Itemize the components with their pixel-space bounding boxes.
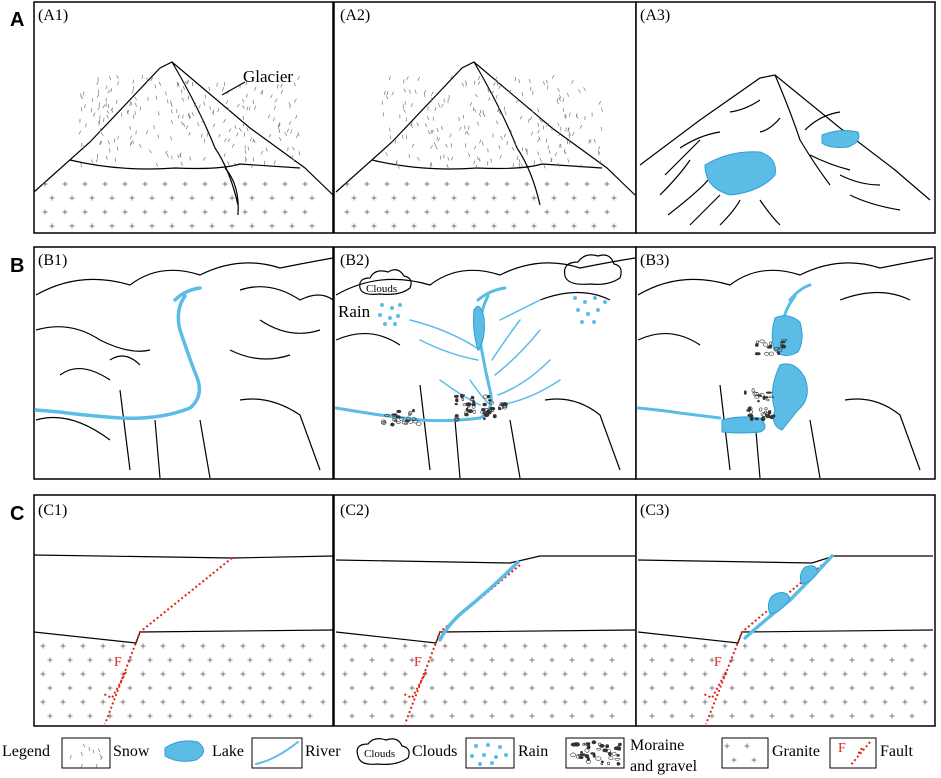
- panel-label-a1: (A1): [38, 7, 68, 24]
- legend-swatch-clouds-text: Clouds: [364, 748, 395, 760]
- panel-label-c1: (C1): [38, 502, 67, 519]
- panel-c1: (C1) F: [33, 494, 334, 727]
- lake-a3-large: [704, 151, 776, 196]
- river-b1: [34, 286, 202, 421]
- snow-pattern-a2: [381, 74, 603, 169]
- granite-pattern-a2: [344, 181, 617, 229]
- fault-symbol-c1: F: [114, 655, 122, 670]
- rain-drops-b2: [378, 296, 607, 326]
- legend-swatch-river: [255, 741, 299, 765]
- legend-label-clouds: Clouds: [412, 743, 457, 760]
- legend-label-snow: Snow: [113, 743, 150, 760]
- panel-b3: (B3): [635, 246, 936, 480]
- fault-symbol-c3: F: [714, 655, 722, 670]
- panel-b1: (B1): [33, 246, 334, 480]
- legend-label-granite: Granite: [772, 743, 820, 760]
- legend-label-rain: Rain: [518, 743, 548, 760]
- row-label-c: C: [10, 503, 24, 525]
- fault-symbol-c2: F: [414, 655, 422, 670]
- legend-swatch-clouds: [356, 738, 410, 765]
- clouds-b2-right: [563, 254, 622, 285]
- glacier-label: Glacier: [243, 67, 293, 86]
- panel-label-a2: (A2): [340, 7, 370, 24]
- legend-label-moraine-1: Moraine: [630, 737, 684, 754]
- legend-label-lake: Lake: [212, 743, 244, 760]
- streams-b2: [409, 299, 561, 406]
- legend-label-river: River: [305, 743, 341, 760]
- panel-c3: (C3) F: [635, 494, 936, 727]
- legend: Legend Snow Lake River Clouds Clouds Rai…: [2, 737, 913, 775]
- legend-swatch-snow: [61, 737, 111, 769]
- legend-label-moraine-2: and gravel: [630, 758, 698, 775]
- legend-swatch-fault-text: F: [838, 741, 846, 756]
- panel-b2: (B2) Clouds Rain: [333, 246, 637, 480]
- legend-swatch-granite: [721, 737, 769, 769]
- lake-c3-upper: [799, 565, 819, 585]
- lake-b3-upper: [771, 315, 803, 356]
- river-c2: [438, 560, 520, 642]
- panel-a1: (A1) Glacier: [33, 1, 334, 234]
- panel-label-b3: (B3): [640, 252, 669, 269]
- legend-swatch-rain: [470, 743, 508, 766]
- legend-swatch-lake: [164, 740, 204, 762]
- row-label-b: B: [10, 255, 24, 277]
- panel-label-a3: (A3): [640, 7, 670, 24]
- row-label-a: A: [10, 9, 24, 31]
- legend-label-fault: Fault: [880, 743, 913, 760]
- legend-title: Legend: [2, 743, 50, 760]
- clouds-label: Clouds: [366, 283, 397, 295]
- panel-label-b2: (B2): [340, 252, 369, 269]
- panel-a3: (A3): [635, 1, 936, 234]
- legend-swatch-moraine: [565, 737, 625, 769]
- lake-b3-lower: [771, 363, 808, 431]
- clouds-b2-left: [359, 269, 412, 295]
- lake-a3-small: [821, 130, 860, 148]
- panel-label-b1: (B1): [38, 252, 67, 269]
- fault-line-c1: [104, 557, 233, 725]
- panel-c2: (C2) F: [333, 494, 637, 727]
- panel-label-c2: (C2): [340, 502, 369, 519]
- moraine-b2: [453, 393, 508, 422]
- panel-a2: (A2): [333, 1, 637, 234]
- lake-c3-lower: [767, 592, 791, 615]
- rain-label: Rain: [338, 302, 371, 321]
- granite-pattern-a1: [42, 181, 315, 229]
- panel-label-c3: (C3): [640, 502, 669, 519]
- snow-pattern-a1: [78, 74, 301, 168]
- legend-swatch-fault: [829, 737, 877, 769]
